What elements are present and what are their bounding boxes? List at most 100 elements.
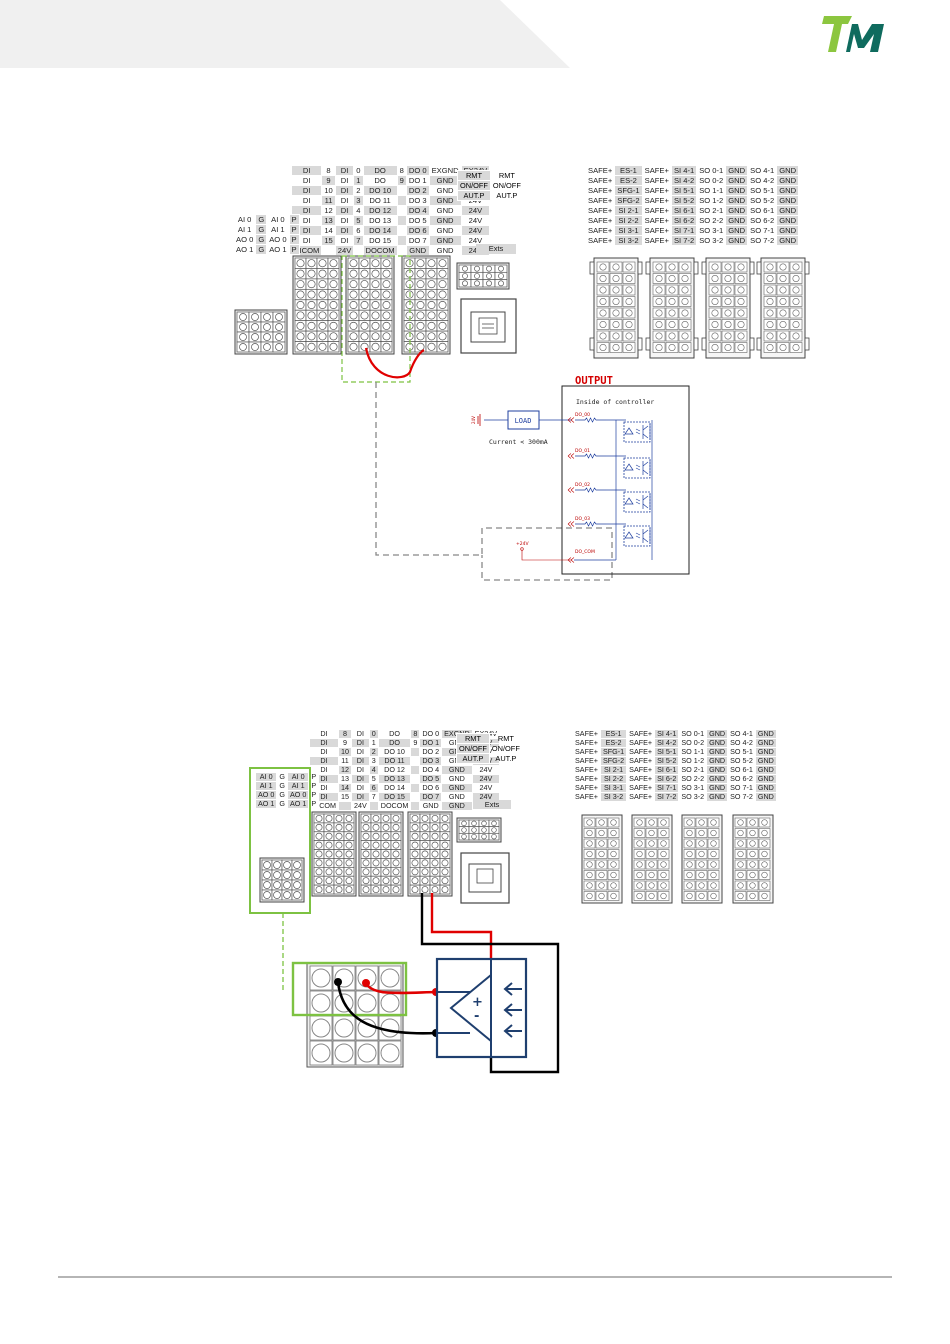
terminal-slot [494, 279, 508, 288]
terminal-block-rmt-2 [456, 817, 502, 843]
terminal-label: AUT.P [489, 190, 524, 201]
exts-label-1: Exts [476, 244, 516, 254]
terminal-block-di-2 [311, 811, 357, 897]
docom-circuit: +24V DO_COM [516, 420, 617, 563]
inside-controller-label: Inside of controller [576, 398, 654, 406]
svg-text:DO_03: DO_03 [575, 516, 590, 522]
output-channel: DO_02 [567, 482, 651, 513]
terminal-label: SO 3-2 [696, 235, 727, 246]
sensor-opamp-block: + - [435, 957, 528, 1059]
terminal-slot [291, 889, 303, 901]
terminal-slot [380, 341, 393, 353]
svg-text:+: + [472, 995, 483, 1010]
terminal-label [410, 801, 421, 811]
terminal-label [321, 245, 336, 256]
controller-box [561, 385, 690, 575]
svg-text:DO_COM: DO_COM [575, 549, 595, 555]
load-block: LOAD 24V [471, 410, 572, 430]
safety-connectors-1 [589, 257, 810, 359]
svg-text:DO_01: DO_01 [575, 448, 590, 454]
svg-text:LOAD: LOAD [515, 417, 532, 425]
terminal-label: SI 3-2 [614, 235, 643, 246]
terminal-block-di [292, 255, 342, 355]
terminal-label: P [288, 244, 300, 255]
svg-text:DO_00: DO_00 [575, 412, 590, 418]
red-jumper-wire [364, 347, 425, 379]
footer-rule [58, 1276, 892, 1278]
terminal-label: SO 7-2 [747, 235, 778, 246]
header-band [0, 0, 950, 68]
label-row: DICOM24VDOCOMGNDGND24V [290, 245, 491, 256]
terminal-label: AO 1 [266, 244, 290, 255]
terminal-slot [488, 832, 500, 841]
svg-text:-: - [474, 1009, 479, 1024]
terminal-block-rmt [456, 262, 510, 290]
terminal-label [337, 801, 352, 811]
terminal-label: AO 1 [286, 799, 310, 809]
black-ground-wire [420, 893, 560, 1074]
terminal-label [353, 245, 364, 256]
terminal-slot [327, 341, 340, 353]
terminal-label [368, 801, 379, 811]
terminal-label: AO 1 [232, 244, 257, 255]
output-title: OUTPUT [575, 375, 613, 387]
black-input-wire [336, 981, 460, 1035]
red-signal-wire [430, 893, 493, 970]
ethernet-port-icon-2 [460, 852, 510, 904]
safety-connectors-2 [581, 814, 774, 904]
terminal-slot [343, 884, 355, 895]
terminal-label: AO 1 [254, 799, 278, 809]
terminal-slot [439, 884, 451, 895]
terminal-label: GND [754, 792, 777, 802]
ai-group-highlight [249, 767, 311, 914]
output-channel: DO_01 [567, 448, 651, 479]
terminal-block-ai [234, 309, 288, 355]
terminal-label [396, 245, 407, 256]
do-com-dashed-link [375, 382, 613, 581]
terminal-label: SI 3-2 [599, 792, 628, 802]
terminal-label: SI 7-2 [654, 792, 680, 802]
terminal-slot [390, 884, 402, 895]
terminal-block-gnd24 [401, 255, 451, 355]
terminal-block-do [345, 255, 395, 355]
terminal-block-do-2 [358, 811, 404, 897]
label-row: DICOM24VDOCOMGNDGND24V [309, 801, 501, 811]
svg-text:24V: 24V [471, 416, 476, 424]
exts-label-2: Exts [473, 800, 511, 809]
terminal-label: SI 7-2 [670, 235, 698, 246]
terminal-label: GND [776, 235, 800, 246]
output-channel: DO_03 [567, 516, 651, 547]
current-limit-label: Current < 300mA [489, 438, 548, 446]
